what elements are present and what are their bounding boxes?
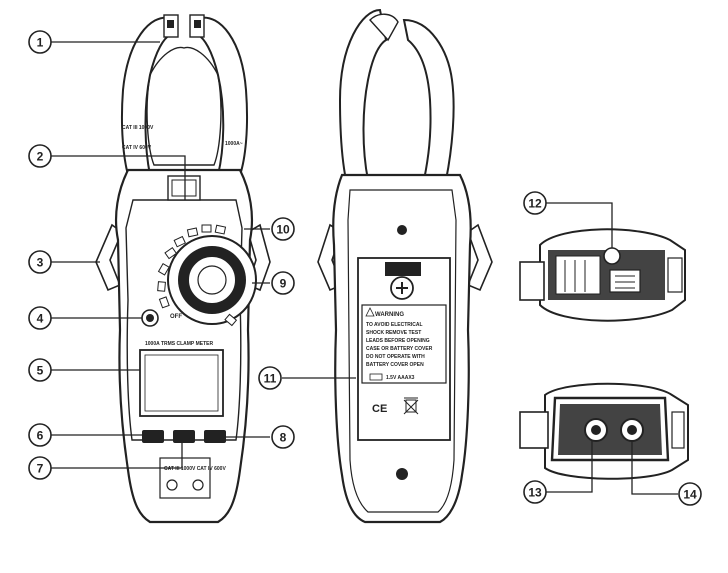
function-button-middle[interactable] (173, 430, 195, 443)
callout-number: 14 (683, 488, 697, 502)
warning-title: WARNING (375, 312, 404, 318)
warning-text-lines: TO AVOID ELECTRICAL SHOCK REMOVE TEST LEAD… (366, 322, 433, 368)
model-text: 1000A TRMS CLAMP METER (145, 341, 213, 347)
callout-9: 9 (271, 271, 295, 295)
input-rating-text: CAT III 1000V CAT IV 600V (164, 466, 226, 472)
callout-1: 1 (28, 30, 52, 54)
callout-5: 5 (28, 358, 52, 382)
warning-line: BATTERY COVER OPEN (366, 362, 424, 368)
callout-7: 7 (28, 456, 52, 480)
callout-number: 13 (528, 486, 542, 500)
callout-number: 2 (37, 150, 44, 164)
rotary-dial[interactable] (157, 224, 257, 327)
back-screw-bottom (396, 468, 408, 480)
callout-6: 6 (28, 423, 52, 447)
callout-number: 12 (528, 197, 542, 211)
callout-3: 3 (28, 250, 52, 274)
jaw-label-current: 1000A~ (225, 141, 243, 147)
callout-11: 11 (258, 366, 282, 390)
callout-10: 10 (271, 217, 295, 241)
callout-number: 5 (37, 364, 44, 378)
callout-13: 13 (523, 480, 547, 504)
back-jaw (338, 8, 455, 181)
flashlight-lens (603, 247, 621, 265)
warning-line: CASE OR BATTERY COVER (366, 346, 433, 352)
callout-number: 4 (37, 312, 44, 326)
callout-8: 8 (271, 425, 295, 449)
back-view: WARNING TO AVOID ELECTRICAL SHOCK REMOVE … (317, 8, 493, 524)
warning-line: LEADS BEFORE OPENING (366, 338, 430, 344)
warning-line: SHOCK REMOVE TEST (366, 330, 421, 336)
callout-number: 6 (37, 429, 44, 443)
bottom-view (519, 382, 689, 480)
callout-number: 9 (280, 277, 287, 291)
jaw-label-cat4: CAT IV 600V (122, 145, 152, 151)
back-screw-top (397, 225, 407, 235)
callout-12: 12 (523, 191, 547, 215)
lcd-display (139, 349, 224, 417)
weee-bin-icon (403, 397, 419, 415)
callout-4: 4 (28, 306, 52, 330)
front-view: CAT III 1000V CAT IV 600V 1000A~ (95, 14, 271, 524)
battery-icon (369, 373, 383, 381)
warning-line: TO AVOID ELECTRICAL (366, 322, 423, 328)
warning-line: DO NOT OPERATE WITH (366, 354, 425, 360)
front-jaw (120, 16, 249, 176)
function-button-right[interactable] (204, 430, 226, 443)
callout-number: 7 (37, 462, 44, 476)
callout-14: 14 (678, 482, 702, 506)
battery-spec: 1.5V AAAX3 (386, 375, 415, 381)
warning-label (361, 304, 447, 384)
callout-number: 8 (280, 431, 287, 445)
callout-number: 10 (276, 223, 290, 237)
jaw-label-cat3: CAT III 1000V (122, 125, 154, 131)
ce-mark: CE (372, 403, 387, 415)
function-button-left[interactable] (142, 430, 164, 443)
leader-lines (51, 41, 678, 495)
top-view (519, 228, 686, 322)
dial-off-label: OFF (170, 314, 182, 320)
callout-number: 11 (264, 372, 277, 386)
callout-number: 3 (37, 256, 44, 270)
callout-2: 2 (28, 144, 52, 168)
callout-number: 1 (37, 36, 44, 50)
